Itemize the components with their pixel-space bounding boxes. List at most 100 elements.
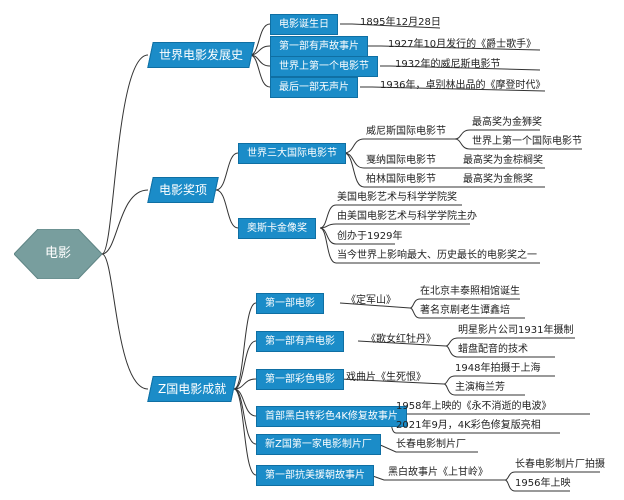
connector-festival-3 xyxy=(343,152,365,188)
branch-history-label: 世界电影发展史 xyxy=(158,48,243,62)
festivals-node-label: 世界三大国际电影节 xyxy=(247,148,337,159)
branch-awards-label: 电影奖项 xyxy=(158,183,207,197)
underline-history-3 xyxy=(380,65,541,71)
china-2-detail-1: 明星影片公司1931年摄制 xyxy=(458,325,574,336)
china-4-detail-2: 2021年9月，4K彩色修复版亮相 xyxy=(396,420,541,431)
underline-film-1 xyxy=(339,302,411,309)
china-film-6: 黑白故事片《上甘岭》 xyxy=(388,467,488,478)
oscar-detail-4: 当今世界上影响最大、历史最长的电影奖之一 xyxy=(337,250,537,261)
root-node[interactable]: 电影 xyxy=(14,229,102,279)
connector-festival-2 xyxy=(343,152,365,169)
oscar-node[interactable]: 奥斯卡金像奖 xyxy=(238,218,316,239)
china-2-detail-2: 蜡盘配音的技术 xyxy=(458,344,528,355)
connector-china-4-1 xyxy=(387,413,590,417)
connector-china-3-2 xyxy=(443,383,525,396)
china-1-detail-1: 在北京丰泰照相馆诞生 xyxy=(420,286,520,297)
branch-awards[interactable]: 电影奖项 xyxy=(147,177,219,203)
connector-awards-festivals xyxy=(215,152,239,191)
china-node-1-label: 第一部电影 xyxy=(265,298,315,309)
underline-film-6 xyxy=(369,474,505,481)
china-4-detail-1: 1958年上映的《永不消逝的电波》 xyxy=(396,401,552,412)
underline-history-4 xyxy=(360,86,546,92)
connector-oscar-2 xyxy=(319,223,337,229)
festivals-node[interactable]: 世界三大国际电影节 xyxy=(238,143,346,164)
china-5-detail: 长春电影制片厂 xyxy=(396,439,466,450)
underline-china-5 xyxy=(377,443,478,453)
branch-china[interactable]: Z国电影成就 xyxy=(147,376,237,402)
connector-china-1 xyxy=(233,302,257,390)
connector-china-6-2 xyxy=(504,479,570,492)
china-node-2[interactable]: 第一部有声电影 xyxy=(256,331,344,352)
china-film-2: 《歌女红牡丹》 xyxy=(366,334,436,345)
china-node-1[interactable]: 第一部电影 xyxy=(256,293,324,314)
connector-china-2 xyxy=(233,340,257,390)
connector-awards-oscar xyxy=(215,189,239,229)
festival-venice: 威尼斯国际电影节 xyxy=(366,126,446,137)
connector-venice-1 xyxy=(454,129,540,140)
connector-venice-2 xyxy=(454,138,582,150)
history-node-3[interactable]: 世界上第一个电影节 xyxy=(270,56,378,77)
branch-history[interactable]: 世界电影发展史 xyxy=(147,42,255,68)
china-1-detail-2: 著名京剧老生谭鑫培 xyxy=(420,305,510,316)
venice-detail-1: 最高奖为金狮奖 xyxy=(472,117,542,128)
history-node-2-label: 第一部有声故事片 xyxy=(279,41,359,52)
oscar-detail-2: 由美国电影艺术与科学学院主办 xyxy=(337,211,477,222)
underline-film-2 xyxy=(357,340,447,347)
underline-history-1 xyxy=(340,23,441,29)
china-node-2-label: 第一部有声电影 xyxy=(265,336,335,347)
history-node-2[interactable]: 第一部有声故事片 xyxy=(270,36,368,57)
berlin-detail: 最高奖为金熊奖 xyxy=(463,174,533,185)
connector-festival-1 xyxy=(343,138,365,154)
oscar-node-label: 奥斯卡金像奖 xyxy=(247,223,307,234)
connector-oscar-4 xyxy=(319,227,337,264)
connector-history-2 xyxy=(249,45,271,56)
connector-china-6 xyxy=(233,388,257,476)
history-node-4-label: 最后一部无声片 xyxy=(279,82,349,93)
china-3-detail-1: 1948年拍摄于上海 xyxy=(455,363,541,374)
connector-oscar-1 xyxy=(319,204,337,229)
connector-history-4 xyxy=(249,54,271,88)
china-node-4[interactable]: 首部黑白转彩色4K修复故事片 xyxy=(256,406,407,427)
china-3-detail-2: 主演梅兰芳 xyxy=(455,382,505,393)
underline-film-3 xyxy=(339,378,445,385)
connector-root-china xyxy=(101,253,149,390)
connector-root-history xyxy=(101,54,149,255)
oscar-detail-1: 美国电影艺术与科学学院奖 xyxy=(337,192,457,203)
china-film-3: 戏曲片《生死恨》 xyxy=(346,372,426,383)
china-film-1: 《定军山》 xyxy=(346,295,396,306)
china-node-4-label: 首部黑白转彩色4K修复故事片 xyxy=(265,411,398,422)
cannes-detail: 最高奖为金棕榈奖 xyxy=(463,155,543,166)
connector-root-awards xyxy=(101,189,149,255)
china-node-6[interactable]: 第一部抗美援朝故事片 xyxy=(256,465,374,486)
underline-history-2 xyxy=(368,45,541,51)
history-node-4[interactable]: 最后一部无声片 xyxy=(270,77,358,98)
connector-china-6-1 xyxy=(504,471,600,481)
china-node-6-label: 第一部抗美援朝故事片 xyxy=(265,470,365,481)
china-node-3[interactable]: 第一部彩色电影 xyxy=(256,369,344,390)
history-detail-2: 1927年10月发行的《爵士歌手》 xyxy=(388,39,537,50)
history-detail-4: 1936年，卓别林出品的《摩登时代》 xyxy=(380,80,546,91)
connector-china-1-2 xyxy=(409,307,525,319)
connector-china-2-1 xyxy=(445,337,575,347)
venice-detail-2: 世界上第一个国际电影节 xyxy=(472,136,582,147)
history-node-1[interactable]: 电影诞生日 xyxy=(270,14,338,35)
china-node-5[interactable]: 新Z国第一家电影制片厂 xyxy=(256,434,381,455)
root-hexagon-shape xyxy=(14,229,102,279)
history-detail-1: 1895年12月28日 xyxy=(360,17,441,28)
festival-berlin: 柏林国际电影节 xyxy=(366,174,436,185)
china-node-5-label: 新Z国第一家电影制片厂 xyxy=(265,439,372,450)
history-node-3-label: 世界上第一个电影节 xyxy=(279,61,369,72)
china-6-detail-1: 长春电影制片厂拍摄 xyxy=(515,459,605,470)
oscar-detail-3: 创办于1929年 xyxy=(337,231,403,242)
connector-china-1-1 xyxy=(409,298,520,309)
branch-china-label: Z国电影成就 xyxy=(157,382,227,396)
china-6-detail-2: 1956年上映 xyxy=(515,478,571,489)
history-detail-3: 1932年的威尼斯电影节 xyxy=(395,59,501,70)
festival-cannes: 戛纳国际电影节 xyxy=(366,155,436,166)
history-node-1-label: 电影诞生日 xyxy=(279,19,329,30)
china-node-3-label: 第一部彩色电影 xyxy=(265,374,335,385)
connector-china-3 xyxy=(233,378,257,390)
root-label: 电影 xyxy=(44,246,71,261)
connector-china-3-1 xyxy=(443,375,555,385)
